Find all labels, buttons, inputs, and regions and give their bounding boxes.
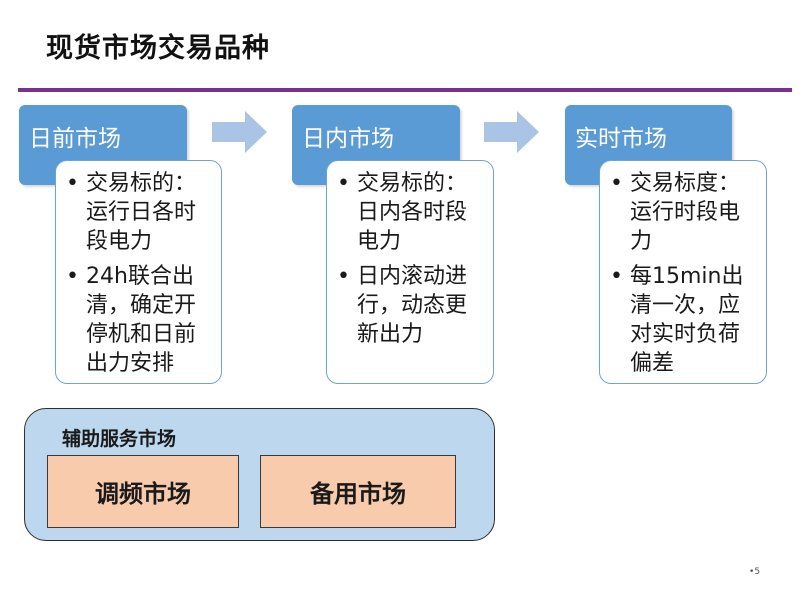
intraday-bullet-1: 交易标的：日内各时段电力 [337, 169, 487, 256]
intraday-bullet-2: 日内滚动进行，动态更新出力 [337, 262, 487, 349]
page-number-value: 5 [754, 567, 761, 577]
intraday-market-details: 交易标的：日内各时段电力 日内滚动进行，动态更新出力 [326, 160, 494, 384]
frequency-regulation-market: 调频市场 [47, 455, 239, 528]
auxiliary-services-title: 辅助服务市场 [62, 428, 177, 450]
page-number: •5 [749, 567, 761, 577]
title-divider [18, 88, 792, 92]
realtime-market-details: 交易标度：运行时段电力 每15min出清一次，应对实时负荷偏差 [599, 160, 767, 384]
realtime-bullet-1: 交易标度：运行时段电力 [610, 169, 760, 256]
day-ahead-bullet-2: 24h联合出清，确定开停机和日前出力安排 [66, 262, 215, 378]
day-ahead-bullet-1: 交易标的：运行日各时段电力 [66, 169, 215, 256]
realtime-bullet-2: 每15min出清一次，应对实时负荷偏差 [610, 262, 760, 378]
flow-arrow-1 [212, 111, 267, 153]
reserve-market: 备用市场 [260, 455, 456, 528]
flow-arrow-2 [484, 111, 539, 153]
page-title: 现货市场交易品种 [46, 33, 270, 64]
realtime-market-label: 实时市场 [575, 126, 667, 152]
intraday-market-label: 日内市场 [302, 126, 394, 152]
day-ahead-market-label: 日前市场 [29, 126, 121, 152]
day-ahead-market-details: 交易标的：运行日各时段电力 24h联合出清，确定开停机和日前出力安排 [55, 160, 222, 384]
